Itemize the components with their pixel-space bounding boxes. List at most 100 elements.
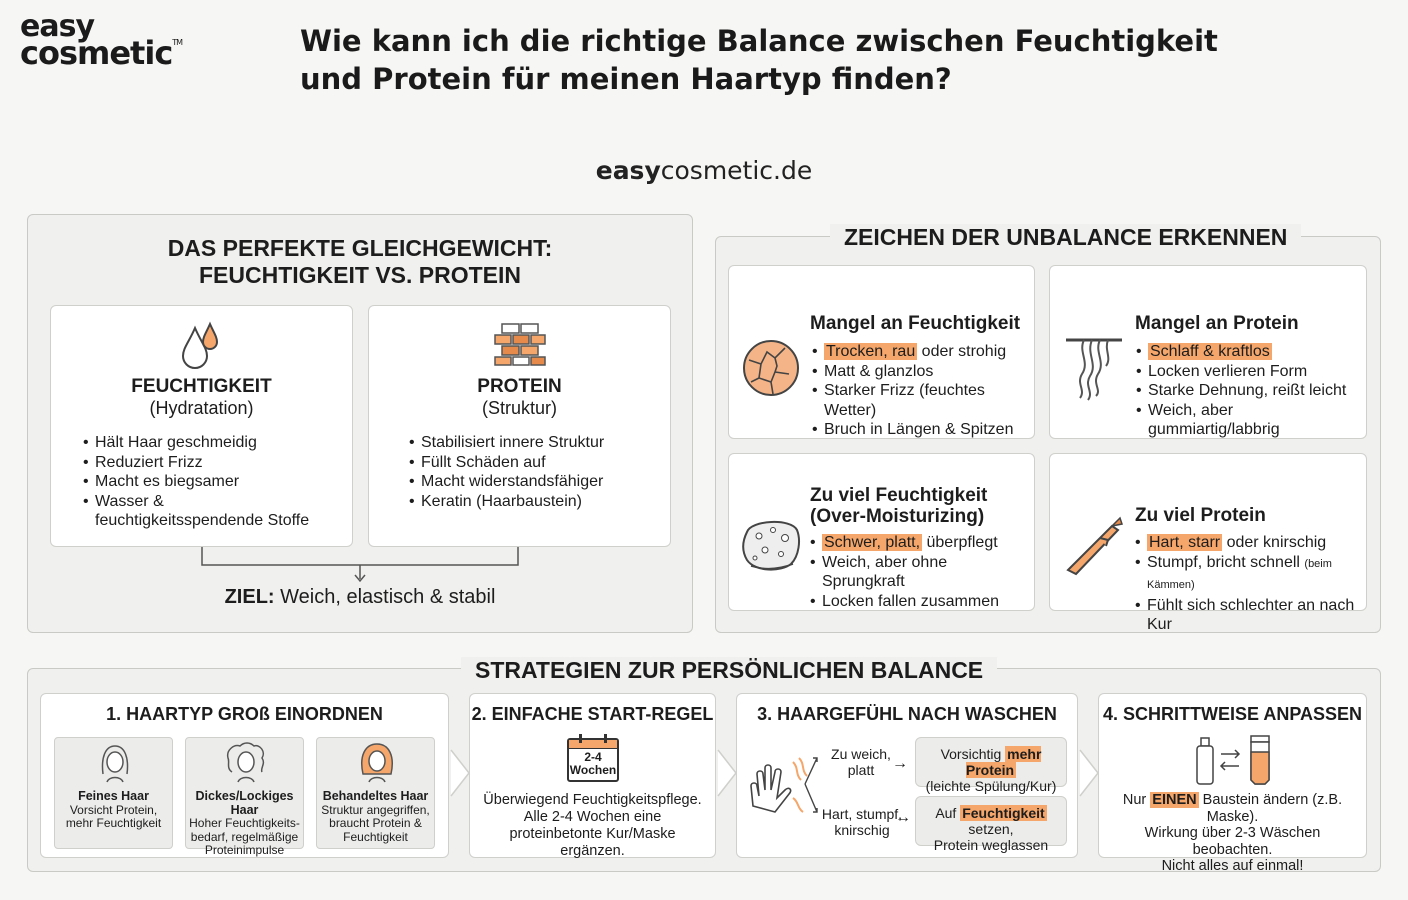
site-url: easycosmetic.de — [0, 156, 1408, 185]
too-protein-item: Stumpf, bricht schnell (beim Kämmen) — [1135, 553, 1365, 596]
item-rest: überpflegt — [922, 534, 998, 551]
cracked-earth-icon — [741, 338, 801, 398]
signs-title: ZEICHEN DER UNBALANCE ERKENNEN — [830, 224, 1302, 251]
strategies-title: STRATEGIEN ZUR PERSÖNLICHEN BALANCE — [461, 657, 998, 684]
site-rest: cosmetic.de — [660, 156, 813, 185]
arrow-right-icon: → — [892, 755, 908, 772]
lack-moisture-item: Starker Frizz (feuchtes Wetter) — [812, 381, 1032, 420]
moisture-item: Reduziert Frizz — [83, 453, 333, 473]
fine-hair-icon — [99, 744, 131, 784]
step1-title: 1. HAARTYP GROß EINORDNEN — [106, 704, 383, 724]
hand-hair-icon — [747, 756, 809, 816]
lack-moisture-card: Mangel an Feuchtigkeit Trocken, rau oder… — [728, 265, 1035, 439]
lack-protein-item: Weich, aber gummiartig/labbrig — [1136, 401, 1364, 440]
type-desc: Struktur angegriffen, braucht Protein & … — [321, 802, 430, 844]
item-rest: oder knirschig — [1222, 534, 1327, 551]
too-protein-item: Hart, starr oder knirschig — [1135, 533, 1365, 553]
protein-card: PROTEIN (Struktur) Stabilisiert innere S… — [368, 305, 671, 547]
logo-tm: TM — [172, 37, 183, 47]
type-desc: Hoher Feuchtigkeits-bedarf, regelmäßige … — [189, 816, 300, 857]
step4-text: Nur EINEN Baustein ändern (z.B. Maske). … — [1105, 792, 1360, 875]
bricks-icon — [494, 322, 546, 366]
moisture-item: Hält Haar geschmeidig — [83, 433, 333, 453]
calendar-line1: 2-4 — [584, 750, 602, 764]
protein-item: Macht widerstandsfähiger — [409, 472, 659, 492]
type-name: Behandeltes Haar — [322, 789, 429, 803]
lack-protein-item: Locken verlieren Form — [1136, 362, 1364, 382]
sponge-icon — [741, 516, 803, 574]
too-moisture-subtitle: (Over-Moisturizing) — [810, 506, 985, 527]
moisture-item: Macht es biegsamer — [83, 472, 333, 492]
protein-item: Füllt Schäden auf — [409, 453, 659, 473]
protein-subtitle: (Struktur) — [481, 398, 557, 418]
step3-card: 3. HAARGEFÜHL NACH WASCHEN Zu weich, pla… — [736, 693, 1078, 858]
droplets-icon — [179, 320, 223, 370]
too-protein-title: Zu viel Protein — [1135, 505, 1266, 526]
moisture-item: Wasser & feuchtigkeitsspendende Stoffe — [83, 492, 333, 531]
hair-type-fine: Feines Haar Vorsicht Protein, mehr Feuch… — [54, 737, 173, 849]
too-protein-item: Fühlt sich schlechter an nach Kur — [1135, 596, 1365, 635]
case2-result: Auf Feuchtigkeit setzen, Protein weglass… — [915, 796, 1067, 853]
step2-title: 2. EINFACHE START-REGEL — [471, 704, 714, 724]
hair-type-curly: Dickes/Lockiges Haar Hoher Feuchtigkeits… — [185, 737, 304, 857]
step4-line2: Wirkung über 2-3 Wäschen beobachten. — [1144, 825, 1321, 858]
too-moisture-item: Locken fallen zusammen — [810, 592, 1032, 612]
site-bold: easy — [595, 156, 661, 185]
lack-protein-item: Starke Dehnung, reißt leicht — [1136, 381, 1364, 401]
page-title: Wie kann ich die richtige Balance zwisch… — [300, 24, 1218, 96]
goal-connector — [200, 547, 520, 587]
case1-label: Zu weich, platt — [831, 746, 891, 778]
case1-pre: Vorsichtig — [940, 746, 1006, 762]
goal-label: ZIEL: — [224, 586, 275, 608]
step1-card: 1. HAARTYP GROß EINORDNEN Feines Haar Vo… — [40, 693, 449, 858]
goal-text: Weich, elastisch & stabil — [274, 586, 496, 608]
step4-line3: Nicht alles auf einmal! — [1161, 858, 1304, 874]
lack-moisture-item: Trocken, rau oder strohig — [812, 342, 1032, 362]
step3-title: 3. HAARGEFÜHL NACH WASCHEN — [757, 704, 1057, 724]
type-desc: Vorsicht Protein, mehr Feuchtigkeit — [65, 802, 162, 830]
case2-pre: Auf — [935, 805, 961, 821]
highlight: Trocken, rau — [824, 343, 918, 360]
moisture-subtitle: (Hydratation) — [149, 398, 254, 418]
balance-panel: DAS PERFEKTE GLEICHGEWICHT: FEUCHTIGKEIT… — [27, 214, 693, 633]
highlight: EINEN — [1150, 792, 1199, 808]
highlight: Feuchtigkeit — [960, 805, 1047, 821]
step4-post: Baustein ändern (z.B. Maske). — [1198, 792, 1343, 825]
highlight: Schwer, platt, — [822, 534, 923, 551]
step4-title: 4. SCHRITTWEISE ANPASSEN — [1102, 704, 1363, 724]
too-moisture-title: Zu viel Feuchtigkeit — [810, 485, 988, 506]
case1-result: Vorsichtig mehr Protein (leichte Spülung… — [915, 737, 1067, 794]
calendar-line2: Wochen — [569, 763, 617, 777]
type-name: Dickes/Lockiges Haar — [195, 789, 294, 817]
step4-card: 4. SCHRITTWEISE ANPASSEN Nur EINEN Baust… — [1098, 693, 1367, 874]
case1-post: (leichte Spülung/Kur) — [925, 778, 1057, 794]
case2-line2: Protein weglassen — [933, 837, 1049, 853]
step2-card: 2. EINFACHE START-REGEL 2-4 Wochen Überw… — [469, 693, 716, 859]
lack-protein-item: Schlaff & kraftlos — [1136, 342, 1364, 362]
hair-type-treated: Behandeltes Haar Struktur angegriffen, b… — [316, 737, 435, 849]
lack-protein-card: Mangel an Protein Schlaff & kraftlos Loc… — [1049, 265, 1367, 439]
swap-products-icon — [1195, 734, 1275, 786]
type-name: Feines Haar — [78, 789, 149, 803]
lack-moisture-item: Bruch in Längen & Spitzen — [812, 420, 1032, 440]
too-moisture-card: Zu viel Feuchtigkeit (Over-Moisturizing)… — [728, 453, 1035, 611]
case2-post: setzen, — [968, 821, 1014, 837]
step2-text: Überwiegend Feuchtigkeitspflege. Alle 2-… — [483, 792, 702, 859]
highlight: Hart, starr — [1147, 534, 1223, 551]
too-moisture-item: Schwer, platt, überpflegt — [810, 533, 1032, 553]
protein-title: PROTEIN — [477, 376, 562, 397]
too-protein-card: Zu viel Protein Hart, starr oder knirsch… — [1049, 453, 1367, 633]
balance-title-line2: FEUCHTIGKEIT VS. PROTEIN — [198, 262, 522, 288]
item-small: (beim Kämmen) — [1147, 557, 1332, 592]
item-main: Stumpf, bricht schnell — [1147, 553, 1305, 571]
step4-pre: Nur — [1122, 792, 1151, 808]
moisture-title: FEUCHTIGKEIT — [131, 376, 272, 397]
arrow-right-icon: → — [895, 809, 911, 826]
lack-moisture-item: Matt & glanzlos — [812, 362, 1032, 382]
lack-protein-title: Mangel an Protein — [1135, 313, 1299, 334]
protein-item: Keratin (Haarbaustein) — [409, 492, 659, 512]
lack-moisture-title: Mangel an Feuchtigkeit — [810, 313, 1021, 334]
limp-hair-icon — [1064, 332, 1124, 402]
item-rest: oder strohig — [917, 343, 1007, 360]
case2-label: Hart, stumpf, knirschig — [821, 806, 903, 838]
